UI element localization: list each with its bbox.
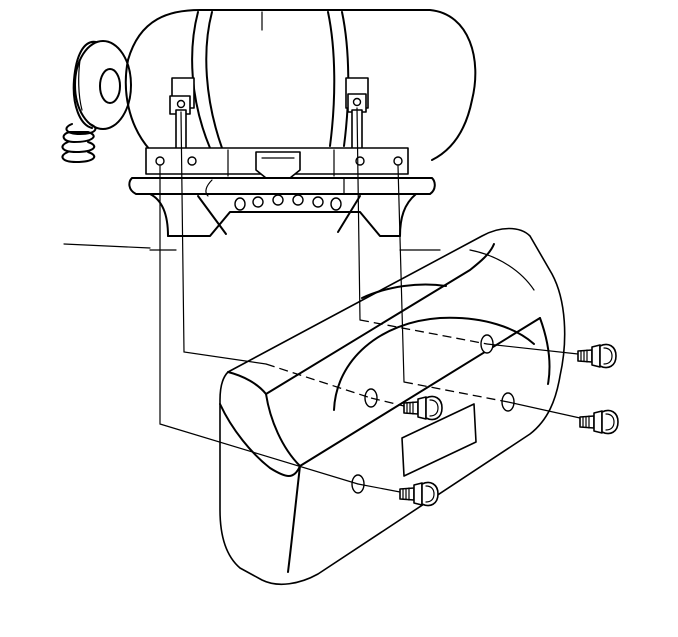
mount-tab-left bbox=[169, 77, 195, 151]
splash-shield bbox=[219, 227, 566, 586]
bolt-icon bbox=[579, 409, 619, 435]
bolt-icon bbox=[403, 395, 443, 421]
pulley-icon bbox=[72, 40, 132, 130]
subframe bbox=[128, 177, 436, 237]
engine-assembly bbox=[61, 9, 477, 251]
label-plate bbox=[401, 403, 477, 477]
reference-line bbox=[63, 243, 151, 249]
crossmember bbox=[145, 147, 409, 179]
spring-icon bbox=[61, 123, 97, 163]
bolt-icon bbox=[399, 481, 439, 507]
alignment-lines bbox=[159, 107, 581, 493]
bolt-icon bbox=[577, 343, 617, 369]
